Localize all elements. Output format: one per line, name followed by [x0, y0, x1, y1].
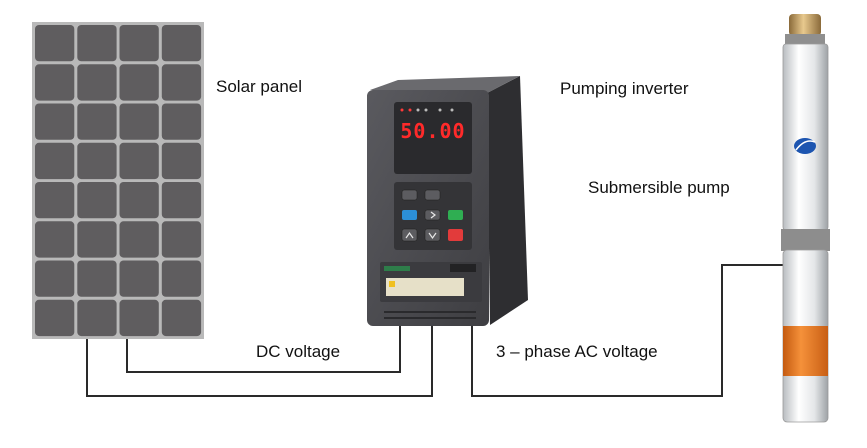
solar-cell	[119, 299, 159, 337]
run-button[interactable]	[402, 210, 417, 220]
status-led	[424, 108, 428, 112]
pump-upper-body	[782, 43, 829, 231]
ac-wire	[471, 264, 800, 397]
ac-voltage-label: 3 – phase AC voltage	[496, 342, 658, 361]
prg-button[interactable]	[401, 189, 418, 201]
solar-cell	[77, 182, 117, 219]
solar-cell	[161, 64, 202, 101]
pump-orange-band	[783, 326, 828, 376]
solar-cell	[77, 142, 117, 180]
inverter-label-strip	[384, 266, 410, 271]
solar-cell	[119, 182, 159, 219]
solar-cell	[161, 25, 202, 62]
status-led	[416, 108, 420, 112]
status-leds	[400, 108, 454, 112]
pump-coupling	[781, 229, 830, 251]
chevron-up-icon	[405, 231, 414, 239]
pump-logo-swoosh	[795, 140, 816, 151]
stop-button[interactable]	[448, 229, 463, 241]
solar-cell	[35, 25, 75, 62]
solar-cell	[35, 142, 75, 180]
wires	[86, 264, 800, 397]
inverter-warning-mark	[389, 281, 395, 287]
solar-cell	[161, 260, 202, 297]
solar-cell	[119, 142, 159, 180]
solar-cell	[161, 182, 202, 219]
solar-cell	[119, 103, 159, 140]
solar-cell	[77, 103, 117, 140]
solar-cell	[119, 64, 159, 101]
solar-panel-cells	[35, 25, 202, 337]
solar-cell	[161, 221, 202, 258]
dc-wire-positive	[126, 318, 401, 373]
solar-cell	[77, 260, 117, 297]
pump-cap	[789, 14, 821, 36]
solar-cell	[161, 142, 202, 180]
up-button[interactable]	[401, 228, 418, 242]
vent-slots	[384, 311, 476, 319]
fwd-button[interactable]	[448, 210, 463, 220]
pump-logo-icon	[794, 138, 816, 154]
solar-cell	[35, 64, 75, 101]
inverter-side	[487, 76, 528, 325]
status-led	[400, 108, 404, 112]
status-led	[408, 108, 412, 112]
inverter-display-panel	[394, 102, 472, 174]
inverter-display-readout: 50.00	[400, 119, 465, 143]
pumping-inverter-label: Pumping inverter	[560, 79, 689, 98]
solar-cell	[77, 299, 117, 337]
solar-cell	[77, 221, 117, 258]
ent-button[interactable]	[424, 189, 441, 201]
solar-cell	[35, 182, 75, 219]
solar-cell	[35, 299, 75, 337]
status-led	[438, 108, 442, 112]
solar-cell	[35, 103, 75, 140]
solar-cell	[35, 221, 75, 258]
pumping-inverter: 50.00	[367, 76, 528, 326]
pump-neck	[785, 34, 825, 46]
submersible-pump	[781, 14, 830, 423]
dc-wire-negative	[86, 318, 433, 397]
pump-logo-shape	[794, 138, 816, 154]
dc-voltage-label: DC voltage	[256, 342, 341, 361]
keypad-buttons	[401, 189, 463, 242]
solar-cell	[161, 299, 202, 337]
shift-button[interactable]	[424, 209, 441, 221]
down-button[interactable]	[424, 228, 441, 242]
chevron-down-icon	[428, 232, 437, 240]
submersible-pump-label: Submersible pump	[588, 178, 730, 197]
solar-panel-label: Solar panel	[216, 77, 303, 96]
solar-cell	[77, 64, 117, 101]
solar-cell	[119, 25, 159, 62]
chevron-right-icon	[430, 211, 436, 219]
status-led	[450, 108, 454, 112]
solar-cell	[35, 260, 75, 297]
inverter-warning-sticker	[386, 278, 464, 296]
inverter-label-strip	[450, 264, 476, 272]
solar-cell	[77, 25, 117, 62]
solar-panel	[32, 22, 204, 339]
solar-cell	[119, 221, 159, 258]
solar-cell	[161, 103, 202, 140]
inverter-top	[370, 76, 520, 93]
solar-cell	[119, 260, 159, 297]
